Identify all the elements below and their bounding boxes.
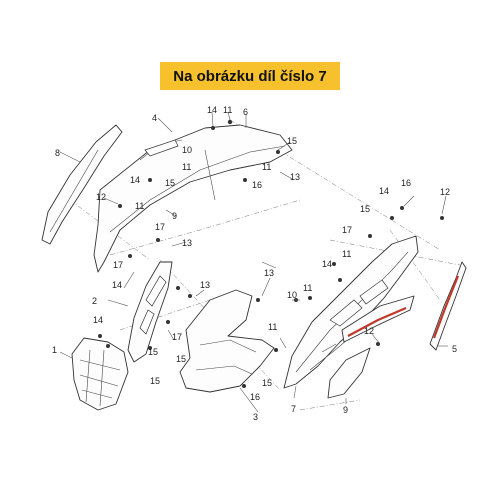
callout-7: 7 [291, 404, 296, 414]
part-5-trim-strip [429, 261, 467, 351]
callout-11-center: 11 [303, 283, 312, 293]
callout-8: 8 [55, 148, 60, 158]
callout-12-top: 11 [223, 105, 232, 115]
callout-17-left: 17 [113, 260, 123, 270]
part-7-right-cover [283, 235, 419, 389]
callout-12-rtop: 12 [440, 187, 450, 197]
part-3-lower-panel [179, 289, 275, 393]
callout-11-lower: 11 [268, 322, 277, 332]
callout-11-top: 10 [182, 145, 192, 155]
callout-14-mid: 14 [112, 280, 122, 290]
callout-15-right: 16 [250, 392, 260, 402]
callout-16-lower: 17 [172, 332, 182, 342]
callout-13-rtop: 14 [379, 186, 389, 196]
callout-11-rtop: 11 [342, 249, 351, 259]
callout-1: 1 [52, 345, 57, 355]
callout-13-right: 13 [264, 268, 274, 278]
callout-15-lower: 15 [150, 376, 160, 386]
callout-3: 3 [253, 412, 258, 422]
callout-4: 4 [152, 113, 157, 123]
part-9-trim [327, 295, 415, 399]
callout-12-left: 12 [96, 192, 106, 202]
callout-10-right: 10 [287, 290, 297, 300]
highlight-banner: Na obrázku díl číslo 7 [160, 62, 340, 90]
part-4-upper-cover [93, 124, 293, 273]
callout-13-mid: 13 [182, 238, 192, 248]
callout-10-mid: 9 [172, 211, 177, 221]
part-8-side-strip [41, 124, 123, 245]
callout-11-right: 11 [262, 162, 271, 172]
leader-lines [59, 111, 448, 413]
callout-13-top: 13 [290, 172, 300, 182]
callout-15-bottom: 15 [176, 354, 186, 364]
callout-14-bottom: 15 [148, 347, 158, 357]
callout-15-top: 15 [287, 136, 297, 146]
part-1-light-housing [71, 337, 129, 411]
callout-labels: 8 4 14 11 6 15 10 11 11 13 16 14 15 12 1… [52, 105, 457, 422]
callout-2: 2 [92, 296, 97, 306]
callout-16-top: 16 [252, 180, 262, 190]
callout-13-rmid: 14 [322, 259, 332, 269]
callout-11-upper: 11 [182, 162, 191, 172]
callout-15-rtop: 16 [401, 178, 411, 188]
fasteners [98, 119, 444, 388]
callout-12-right: 12 [364, 326, 374, 336]
callout-14-lower: 14 [93, 315, 103, 325]
part-2-center-panel [127, 261, 173, 363]
callout-14-top: 14 [207, 105, 217, 115]
callout-14-left: 14 [130, 175, 140, 185]
callout-14-rtop: 15 [360, 204, 370, 214]
callout-5: 5 [452, 344, 457, 354]
callout-16-mid: 17 [155, 222, 165, 232]
callout-13-center: 13 [200, 280, 210, 290]
callout-6: 6 [243, 107, 248, 117]
callout-16-right: 17 [342, 225, 352, 235]
callout-14-right: 15 [262, 378, 272, 388]
callout-11-mid: 11 [135, 201, 144, 211]
callout-15-left: 15 [165, 178, 175, 188]
callout-9: 9 [343, 405, 348, 415]
